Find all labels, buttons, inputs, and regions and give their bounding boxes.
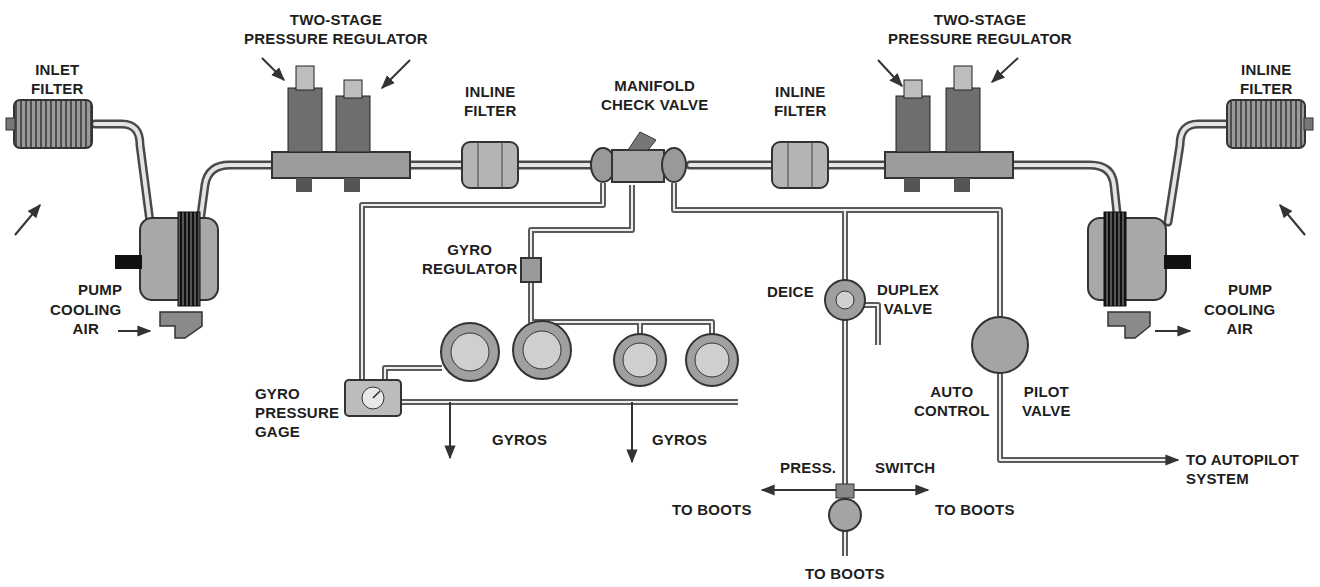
label-line: VALVE [1022,401,1071,420]
part-label: GYROS [652,430,707,449]
inline-filter-right [772,142,828,188]
label-line: TWO-STAGE [244,10,428,29]
label-line: VALVE [877,299,939,318]
gyro-pressure-gage [345,380,401,416]
part-label: TO BOOTS [935,500,1015,519]
label-line: COOLING [1204,300,1275,319]
part-label: DEICE [767,282,814,301]
part-label: INLINE FILTER [1240,60,1293,98]
part-label: PUMP [78,280,122,299]
label-line: TWO-STAGE [888,10,1072,29]
deice-duplex-valve [825,280,865,320]
part-label: INLINE FILTER [464,82,517,120]
label-line: INLET [31,60,84,79]
part-label: GYRO PRESSURE GAGE [255,384,339,441]
inline-filter-left [462,142,518,188]
label-line: INLINE [464,82,517,101]
autopilot-control-valve [972,317,1178,460]
label-line: GAGE [255,422,339,441]
part-label: COOLING AIR [1204,300,1275,338]
inlet-filter-right [1227,100,1313,235]
two-stage-regulator-left [262,58,410,192]
part-label: TO BOOTS [672,500,752,519]
inlet-filter-left [6,100,92,235]
part-label: PRESS. [780,458,836,477]
label-line: PRESSURE REGULATOR [244,29,428,48]
label-line: SYSTEM [1186,469,1299,488]
label-line: FILTER [31,79,84,98]
part-label: MANIFOLD CHECK VALVE [601,76,709,114]
label-line: TO AUTOPILOT [1186,450,1299,469]
label-line: INLINE [774,82,827,101]
label-line: PILOT [1022,382,1071,401]
label-line: FILTER [774,101,827,120]
label-line: AUTO [914,382,990,401]
part-label: TO BOOTS [805,564,885,583]
label-line: GYRO [255,384,339,403]
part-label: TO AUTOPILOT SYSTEM [1186,450,1299,488]
part-label: INLINE FILTER [774,82,827,120]
gyro-regulator [521,258,541,282]
part-label: COOLING AIR [50,300,121,338]
part-label: INLET FILTER [31,60,84,98]
label-line: FILTER [1240,79,1293,98]
manifold-check-valve [591,132,686,182]
two-stage-regulator-right [878,58,1018,192]
label-line: AIR [1204,319,1275,338]
label-line: MANIFOLD [601,76,709,95]
label-line: FILTER [464,101,517,120]
label-line: CONTROL [914,401,990,420]
label-line: INLINE [1240,60,1293,79]
label-line: DUPLEX [877,280,939,299]
part-label: PILOT VALVE [1022,382,1071,420]
pump-left [115,212,218,338]
label-line: REGULATOR [422,259,517,278]
label-line: CHECK VALVE [601,95,709,114]
label-line: COOLING [50,300,121,319]
part-label: TWO-STAGE PRESSURE REGULATOR [888,10,1072,48]
label-line: AIR [50,319,121,338]
part-label: GYRO REGULATOR [422,240,517,278]
gyro-instruments [441,321,738,462]
part-label: GYROS [492,430,547,449]
part-label: DUPLEX VALVE [877,280,939,318]
pump-right [1088,212,1191,338]
part-label: AUTO CONTROL [914,382,990,420]
label-line: GYRO [422,240,517,259]
pressure-switch [762,484,928,531]
part-label: SWITCH [875,458,935,477]
label-line: PRESSURE REGULATOR [888,29,1072,48]
part-label: PUMP [1228,280,1272,299]
part-label: TWO-STAGE PRESSURE REGULATOR [244,10,428,48]
label-line: PRESSURE [255,403,339,422]
